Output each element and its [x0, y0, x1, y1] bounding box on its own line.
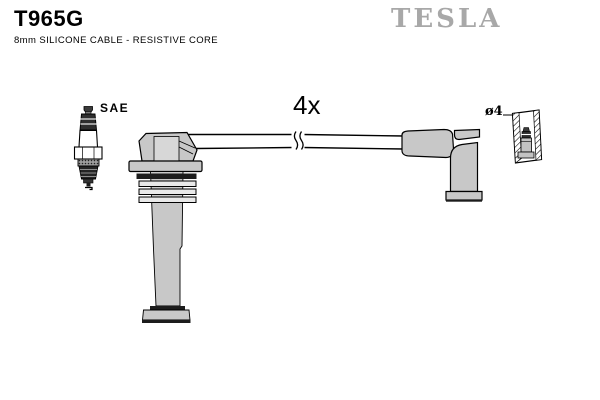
terminal-diameter-label: ø4	[485, 104, 503, 119]
terminal-cross-section	[503, 109, 543, 164]
spark-plug-illustration	[73, 106, 103, 191]
cable-terminal-icon	[517, 127, 535, 159]
quantity-label: 4x	[293, 90, 321, 120]
product-subtitle: 8mm SILICONE CABLE - RESISTIVE CORE	[14, 35, 219, 46]
spark-plug-standard-label: SAE	[100, 101, 130, 115]
tesla-brand-logo: TESLA	[391, 4, 503, 34]
cable-break-icon	[291, 131, 305, 151]
part-number: T965G	[14, 6, 84, 31]
straight-boot-illustration	[128, 131, 203, 323]
ignition-cable	[186, 131, 405, 151]
elbow-boot-illustration	[401, 128, 483, 202]
header: T965G 8mm SILICONE CABLE - RESISTIVE COR…	[14, 6, 219, 47]
